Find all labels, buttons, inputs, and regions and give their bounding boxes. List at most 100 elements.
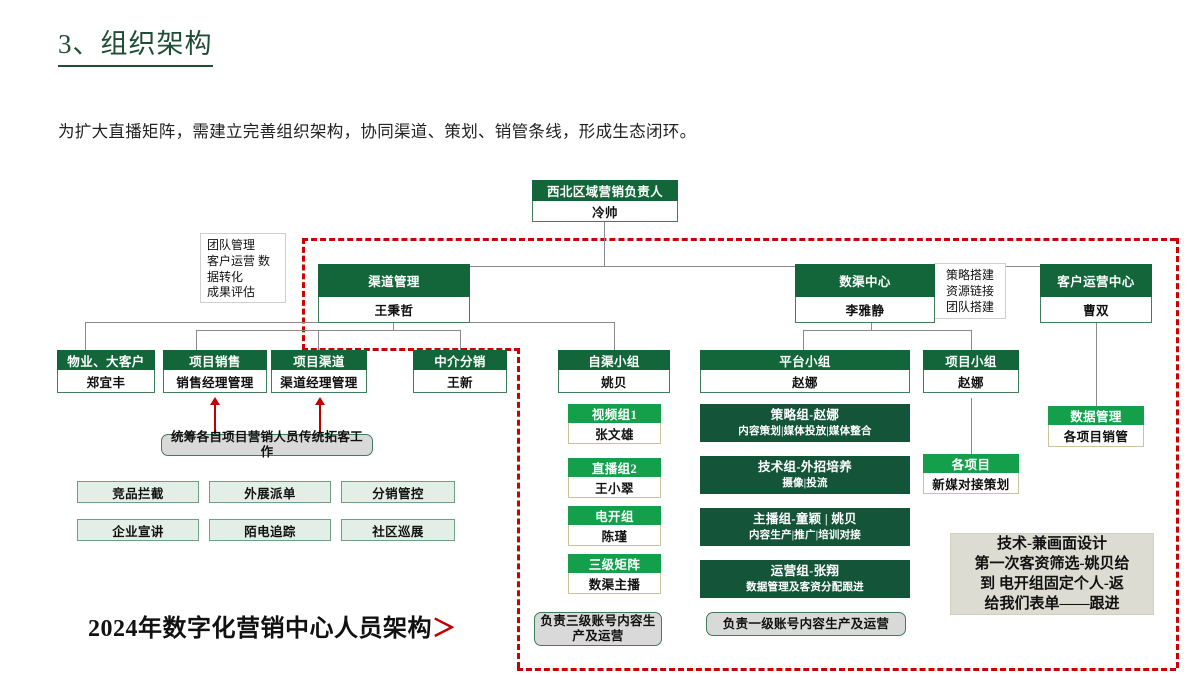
node-live-group-2[interactable]: 直播组2 王小翠 xyxy=(568,458,661,498)
node-title: 电开组 xyxy=(568,506,661,525)
dashed-boundary-right xyxy=(1176,238,1179,668)
callout-line: 给我们表单——跟进 xyxy=(984,596,1120,613)
node-name: 李雅静 xyxy=(795,297,935,323)
node-name: 曹双 xyxy=(1040,297,1152,323)
block-subtitle: 摄像|投流 xyxy=(782,478,828,490)
note-line: 成果评估 xyxy=(207,285,256,300)
node-root-title: 西北区域营销负责人 xyxy=(532,180,678,201)
node-data-management[interactable]: 数据管理 各项目销管 xyxy=(1048,406,1144,447)
block-tech-group[interactable]: 技术组-外招培养 摄像|投流 xyxy=(700,456,910,494)
node-self-channel-group[interactable]: 自渠小组 姚贝 xyxy=(558,350,670,393)
note-channel-duties: 团队管理 客户运营 数 据转化 成果评估 xyxy=(200,233,286,303)
node-project-channel[interactable]: 项目渠道 渠道经理管理 xyxy=(271,350,367,393)
tag-community-roadshow[interactable]: 社区巡展 xyxy=(341,519,455,541)
tag-distribution-control[interactable]: 分销管控 xyxy=(341,481,455,503)
node-name: 王秉哲 xyxy=(318,297,470,323)
connector-row3-bus xyxy=(196,330,460,331)
note-datacenter-duties: 策略搭建 资源链接 团队搭建 xyxy=(934,263,1006,319)
node-title: 项目渠道 xyxy=(271,350,367,370)
tag-label: 外展派单 xyxy=(244,486,296,501)
tag-enterprise-talks[interactable]: 企业宣讲 xyxy=(77,519,199,541)
connector-datacenter-stem xyxy=(871,322,872,331)
dashed-boundary-top xyxy=(302,238,1176,241)
node-root[interactable]: 西北区域营销负责人 冷帅 xyxy=(532,180,678,222)
tag-outreach-flyers[interactable]: 外展派单 xyxy=(209,481,331,503)
node-telemarketing-group[interactable]: 电开组 陈瑾 xyxy=(568,506,661,546)
node-name: 各项目销管 xyxy=(1048,425,1144,447)
note-line: 客户运营 数 xyxy=(207,253,271,268)
tag-cold-call-followup[interactable]: 陌电追踪 xyxy=(209,519,331,541)
connector-project-drop xyxy=(971,330,972,350)
block-subtitle: 内容策划|媒体投放|媒体整合 xyxy=(738,426,872,438)
connector-platform-drop xyxy=(803,330,804,350)
tag-label: 企业宣讲 xyxy=(112,524,164,539)
connector-row3-channel xyxy=(318,330,319,350)
callout-line: 技术-兼画面设计 xyxy=(997,535,1107,552)
node-title: 平台小组 xyxy=(700,350,910,370)
node-title: 数渠中心 xyxy=(795,264,935,297)
block-subtitle: 内容生产|推广|培训对接 xyxy=(748,530,862,542)
block-title: 策略组-赵娜 xyxy=(770,407,840,422)
node-project-sales[interactable]: 项目销售 销售经理管理 xyxy=(163,350,267,393)
dashed-boundary-step xyxy=(517,348,520,668)
note-line: 据转化 xyxy=(207,269,244,284)
node-customer-operations-center[interactable]: 客户运营中心 曹双 xyxy=(1040,264,1152,323)
arrow-up-to-project-sales xyxy=(210,397,220,434)
note-line: 策略搭建 xyxy=(945,268,994,282)
connector-selfchannel-drop xyxy=(614,322,615,350)
connector-datacenter-bus xyxy=(803,330,971,331)
node-root-name: 冷帅 xyxy=(532,201,678,222)
node-title: 客户运营中心 xyxy=(1040,264,1152,297)
page-subtitle: 为扩大直播矩阵，需建立完善组织架构，协同渠道、策划、销管条线，形成生态闭环。 xyxy=(58,122,697,141)
node-name: 赵娜 xyxy=(700,370,910,393)
node-name: 赵娜 xyxy=(923,370,1019,393)
connector-channel-right-bus xyxy=(470,322,615,323)
node-title: 中介分销 xyxy=(413,350,507,370)
note-line: 资源链接 xyxy=(945,283,994,298)
node-title: 视频组1 xyxy=(568,404,661,423)
arrow-up-to-project-channel xyxy=(315,397,325,434)
note-line: 团队搭建 xyxy=(945,299,994,314)
note-line: 团队管理 xyxy=(207,238,256,252)
node-property-key-account[interactable]: 物业、大客户 郑宜丰 xyxy=(57,350,155,393)
node-name: 张文雄 xyxy=(568,423,661,444)
footer-title: 2024年数字化营销中心人员架构＞ xyxy=(88,608,457,643)
connector-channel-left-bus xyxy=(85,322,319,323)
node-name: 新媒对接策划 xyxy=(923,473,1019,494)
node-title: 渠道管理 xyxy=(318,264,470,297)
node-video-group-1[interactable]: 视频组1 张文雄 xyxy=(568,404,661,444)
node-data-channel-center[interactable]: 数渠中心 李雅静 xyxy=(795,264,935,323)
node-project-group[interactable]: 项目小组 赵娜 xyxy=(923,350,1019,393)
block-strategy-group[interactable]: 策略组-赵娜 内容策划|媒体投放|媒体整合 xyxy=(700,404,910,442)
node-channel-management[interactable]: 渠道管理 王秉哲 xyxy=(318,264,470,323)
callout-notes: 技术-兼画面设计 第一次客资筛选-姚贝给 到 电开组固定个人-返 给我们表单——… xyxy=(950,533,1154,615)
pill-label: 统筹各自项目营销人员传统拓客工作 xyxy=(170,430,363,459)
node-platform-group[interactable]: 平台小组 赵娜 xyxy=(700,350,910,393)
node-tier3-matrix[interactable]: 三级矩阵 数渠主播 xyxy=(568,554,661,594)
node-name: 王小翠 xyxy=(568,477,661,498)
connector-root-down xyxy=(604,222,605,266)
tag-label: 竞品拦截 xyxy=(112,486,164,501)
block-subtitle: 数据管理及客资分配跟进 xyxy=(746,582,864,594)
block-operations-group[interactable]: 运营组-张翔 数据管理及客资分配跟进 xyxy=(700,560,910,598)
node-name: 销售经理管理 xyxy=(163,370,267,393)
connector-row3-sales xyxy=(196,330,197,350)
connector-customerops-drop xyxy=(1096,322,1097,406)
block-title: 主播组-童颖 | 姚贝 xyxy=(753,511,857,526)
node-each-project[interactable]: 各项目 新媒对接策划 xyxy=(923,454,1019,494)
node-name: 郑宜丰 xyxy=(57,370,155,393)
pill-label: 负责三级账号内容生产及运营 xyxy=(540,614,656,643)
connector-channel-left-drop xyxy=(85,322,86,350)
node-name: 数渠主播 xyxy=(568,573,661,594)
pill-tier3-account-duty: 负责三级账号内容生产及运营 xyxy=(534,612,662,646)
block-anchor-group[interactable]: 主播组-童颖 | 姚贝 内容生产|推广|培训对接 xyxy=(700,508,910,546)
connector-project-to-items xyxy=(971,398,972,454)
node-name: 陈瑾 xyxy=(568,525,661,546)
tag-competitor-intercept[interactable]: 竞品拦截 xyxy=(77,481,199,503)
node-title: 物业、大客户 xyxy=(57,350,155,370)
tag-label: 陌电追踪 xyxy=(244,524,296,539)
pill-tier1-account-duty: 负责一级账号内容生产及运营 xyxy=(706,612,906,636)
connector-row3-agent xyxy=(460,330,461,350)
node-agency-distribution[interactable]: 中介分销 王新 xyxy=(413,350,507,393)
